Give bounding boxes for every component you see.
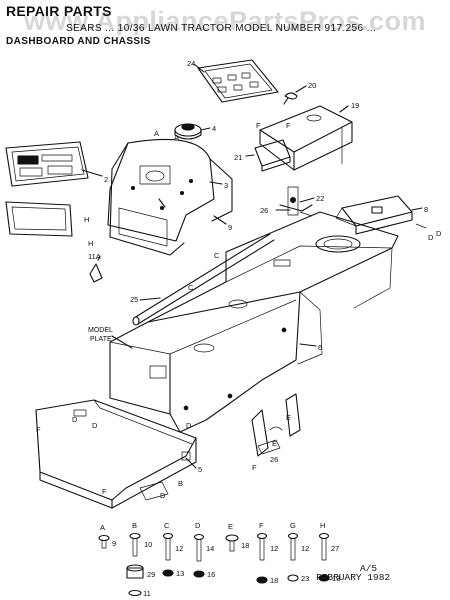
ref-letter-f3: F [36,425,41,434]
part-6-frame [109,211,399,433]
hardware-B [126,532,144,597]
ref-letter-d1: D [436,229,442,238]
callout-20: 20 [308,81,316,90]
ref-letter-d5: D [160,491,166,500]
hw-C-sub: 13 [176,569,184,578]
ref-letter-h2: H [88,239,93,248]
leader-lines [81,63,423,469]
ref-letter-b1: B [178,479,183,488]
hw-A-num: 9 [112,539,116,548]
callout-5: 5 [198,465,202,474]
hw-G-num: 12 [301,544,309,553]
callout-2: 2 [104,175,108,184]
part-2-lens [5,141,89,187]
hw-F-letter: F [259,521,264,530]
hw-F-sub: 18 [270,576,278,585]
callout-26a: 26 [260,206,268,215]
part-19-pan [259,105,353,171]
hw-H-num: 27 [331,544,339,553]
hardware-F [256,532,268,584]
model-plate-label: MODEL PLATE [88,327,113,343]
hardware-G [287,532,299,582]
ref-letter-f4: F [102,487,107,496]
ref-letter-d3: D [72,415,78,424]
hw-B-letter: B [132,521,137,530]
page-number: A/5 [360,563,378,574]
callout-labels: 24 20 19 4 2 3 21 22 26 8 9 11A 25 5 26 … [88,59,428,474]
part-plate-left [5,201,73,237]
callout-4: 4 [212,124,216,133]
ref-letter-d2: D [428,233,434,242]
hardware-C [162,532,174,577]
model-plate-line2: PLATE [90,336,112,343]
part-8-hitch [335,195,427,235]
hw-C-letter: C [164,521,170,530]
callout-22: 22 [316,194,324,203]
part-24-pad [197,59,279,103]
page-title: REPAIR PARTS [6,3,112,19]
ref-letter-e1: E [286,413,291,422]
callout-3: 3 [224,181,228,190]
hw-D-num: 14 [206,544,214,553]
hw-H-letter: H [320,521,325,530]
hw-D-letter: D [195,521,201,530]
hw-D-sub: 16 [207,570,215,579]
ref-letter-e2: E [272,439,277,448]
callout-6: 6 [318,343,322,352]
part-5-bracket [251,393,301,457]
callout-25: 25 [130,295,138,304]
ref-letter-h1: H [84,215,89,224]
part-22-linkage [279,186,313,217]
ref-letter-f5: F [252,463,257,472]
hw-C-num: 12 [175,544,183,553]
hw-G-letter: G [290,521,296,530]
hw-B-num: 10 [144,540,152,549]
callout-24: 24 [187,59,195,68]
ref-letter-d6: D [186,421,192,430]
hw-E-num: 18 [241,541,249,550]
model-subtitle: SEARS ... 10/36 LAWN TRACTOR MODEL NUMBE… [66,23,377,34]
hw-A-letter: A [100,523,105,532]
ref-letter-c1: C [214,251,220,260]
ref-letter-d4: D [92,421,98,430]
callout-19: 19 [351,101,359,110]
ref-letter-f2: F [286,121,291,130]
ref-letter-a1: A [154,129,159,138]
hardware-E [225,534,239,552]
hardware-D [193,533,205,578]
ref-letter-a2: A [174,133,179,142]
callout-11a: 11A [88,252,101,261]
callout-8: 8 [424,205,428,214]
part-3-dashboard [107,138,233,256]
hw-G-sub: 23 [301,574,309,583]
part-21-bracket [254,139,291,172]
part-20-clip [283,92,298,105]
hw-F-num: 12 [270,544,278,553]
ref-letter-c2: C [188,283,194,292]
callout-21: 21 [234,153,242,162]
hw-E-letter: E [228,522,233,531]
section-title: DASHBOARD AND CHASSIS [6,36,151,47]
part-front-support [35,399,197,509]
part-11a-bracket [89,263,103,283]
hardware-A [98,534,110,549]
hw-B-sub1: 29 [147,570,155,579]
callout-26b: 26 [270,455,278,464]
part-4-switch [174,123,202,140]
ref-letter-f1: F [256,121,261,130]
revision-date: FEBRUARY 1982 [316,572,391,583]
hw-H-sub: 13 [332,574,340,583]
part-25-rod [132,233,275,326]
hw-B-sub2: 11 [143,589,151,598]
hardware-row [98,532,330,597]
model-plate-line1: MODEL [88,327,113,334]
hardware-H [318,532,330,582]
callout-9: 9 [228,223,232,232]
reference-letters: A A F F H H C C D D D D D D F F F E E B [36,121,442,500]
hardware-labels: A 9 B 10 29 11 C 12 13 D 14 16 E 18 F 12… [100,521,340,598]
